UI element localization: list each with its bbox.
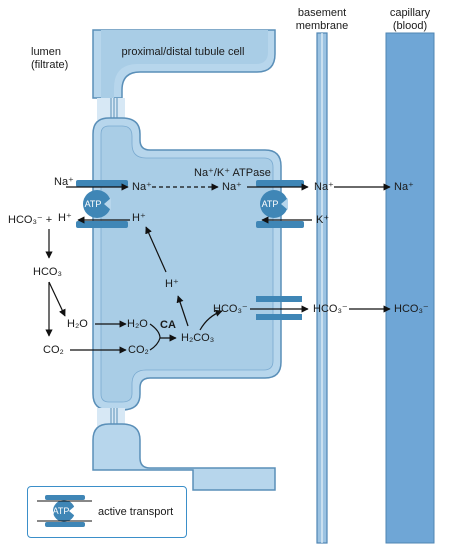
h-lumen: H⁺ — [58, 212, 72, 224]
na-lumen: Na⁺ — [54, 176, 74, 188]
ca-enzyme-label: CA — [160, 319, 176, 331]
hco3-lumen: HCO₃ — [33, 266, 62, 278]
bicarbonate-channel — [256, 296, 302, 320]
pump-label: Na⁺/K⁺ ATPase — [194, 167, 271, 179]
co2-lumen: CO₂ — [43, 344, 64, 356]
arrow-h2co3-to-hco3 — [199, 309, 223, 331]
co2-cell: CO₂ — [128, 344, 149, 356]
capillary-label: capillary — [389, 7, 431, 19]
hco3-cell: HCO₃⁻ — [213, 303, 248, 315]
na-blood: Na⁺ — [394, 181, 414, 193]
hco3-plus-lumen: HCO₃⁻ + — [8, 214, 53, 226]
cell-label: proximal/distal tubule cell — [121, 46, 245, 58]
basolateral-pump: ATP — [256, 180, 304, 228]
legend-atp-text: ATP — [53, 506, 70, 516]
basement-label-1: basement — [297, 7, 347, 19]
h2o-cell: H₂O — [127, 318, 148, 330]
h-cell: H⁺ — [165, 278, 179, 290]
legend — [27, 486, 187, 538]
h-cell-apical: H⁺ — [132, 212, 146, 224]
top-cell-inner — [101, 30, 268, 98]
arrow-ca-reaction — [149, 323, 176, 351]
basement-label-2: membrane — [295, 20, 349, 32]
h2co3-cell: H₂CO₃ — [181, 332, 215, 344]
capillary — [385, 32, 435, 544]
arrow-h2co3-to-h2o — [48, 281, 66, 317]
legend-label: active transport — [98, 506, 174, 518]
pump-atp-text: ATP — [262, 199, 279, 209]
arrow-h2co3-to-h — [176, 295, 189, 327]
basement-membrane — [316, 32, 328, 544]
main-cell-inner — [100, 125, 274, 403]
na-cell-basal: Na⁺ — [222, 181, 242, 193]
na-interstitium: Na⁺ — [314, 181, 334, 193]
apical-antiporter: ATP — [76, 180, 128, 228]
hco3-interstitium: HCO₃⁻ — [313, 303, 348, 315]
na-cell-apical: Na⁺ — [132, 181, 152, 193]
lumen-sub-label: (filtrate) — [31, 59, 69, 71]
lumen-label: lumen — [31, 46, 61, 58]
hco3-blood: HCO₃⁻ — [394, 303, 429, 315]
k-interstitium: K⁺ — [316, 214, 330, 226]
apical-atp-text: ATP — [85, 199, 102, 209]
tight-junction-top — [97, 98, 125, 120]
bottom-cell — [92, 423, 276, 491]
h2o-lumen: H₂O — [67, 318, 88, 330]
arrow-h-up — [145, 226, 167, 273]
capillary-sub-label: (blood) — [392, 20, 428, 32]
legend-transporter-icon: ATP — [37, 495, 92, 527]
